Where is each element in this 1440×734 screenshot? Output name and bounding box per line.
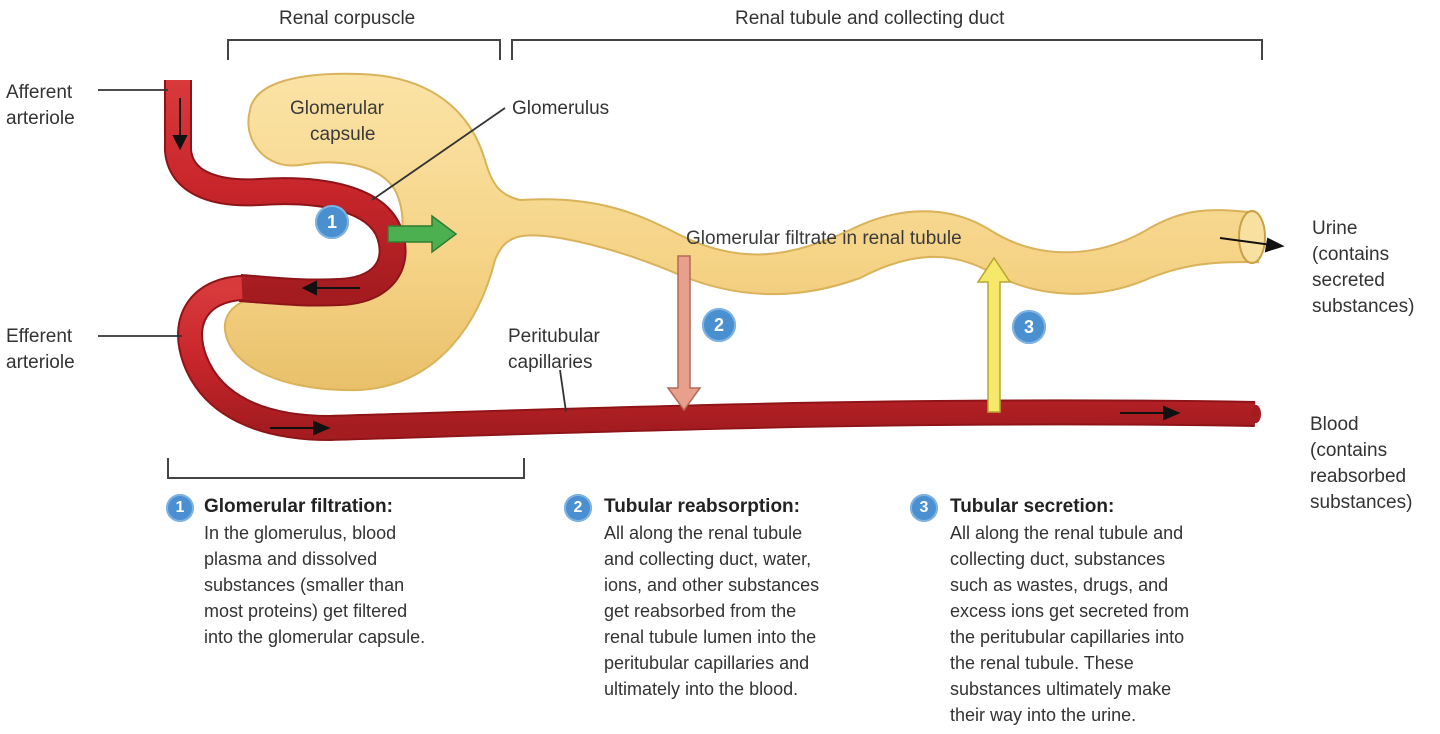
step-1-line: substances (smaller than (204, 575, 405, 595)
blood-label-line4: substances) (1310, 492, 1413, 513)
step-3-line: such as wastes, drugs, and (950, 575, 1169, 595)
peritubular-label-line1: Peritubular (508, 326, 600, 347)
step-2-text: All along the renal tubule and collectin… (604, 520, 914, 702)
filtrate-label: Glomerular filtrate in renal tubule (686, 228, 962, 249)
step-2-title: Tubular reabsorption: (604, 496, 800, 517)
renal-corpuscle-bracket (227, 39, 501, 60)
step-2-line: All along the renal tubule (604, 523, 803, 543)
step-3-line: collecting duct, substances (950, 549, 1166, 569)
step-badge-2: 2 (702, 308, 736, 342)
urine-label-line1: Urine (1312, 218, 1358, 239)
urine-label-line3: secreted (1312, 270, 1385, 291)
filtration-arrow (387, 214, 458, 254)
step-2-line: get reabsorbed from the (604, 601, 797, 621)
urine-label-line4: substances) (1312, 296, 1415, 317)
step-2-line: ions, and other substances (604, 575, 820, 595)
glomerulus-label: Glomerulus (512, 98, 610, 119)
afferent-label-line1: Afferent (6, 82, 73, 103)
step-2-number-badge: 2 (564, 494, 592, 522)
step-3-line: their way into the urine. (950, 705, 1137, 725)
step-1-number-badge: 1 (166, 494, 194, 522)
blood-label-line2: (contains (1310, 440, 1388, 461)
step-2-line: and collecting duct, water, (604, 549, 812, 569)
step-3-line: excess ions get secreted from (950, 601, 1190, 621)
step-1-line: plasma and dissolved (204, 549, 378, 569)
renal-corpuscle-header: Renal corpuscle (279, 8, 416, 29)
secretion-arrow (976, 256, 1012, 413)
blood-label-line3: reabsorbed (1310, 466, 1407, 487)
step-3-line: substances ultimately make (950, 679, 1172, 699)
step-badge-1: 1 (315, 205, 349, 239)
peritubular-label-line2: capillaries (508, 352, 593, 373)
step-1-line: In the glomerulus, blood (204, 523, 397, 543)
step-2-line: peritubular capillaries and (604, 653, 810, 673)
renal-tubule-header: Renal tubule and collecting duct (735, 8, 1005, 29)
bottom-bracket (167, 458, 525, 479)
step-1-line: into the glomerular capsule. (204, 627, 426, 647)
step-2-line: renal tubule lumen into the (604, 627, 817, 647)
afferent-label-line2: arteriole (6, 108, 75, 129)
step-badge-3: 3 (1012, 310, 1046, 344)
step-3-text: All along the renal tubule and collectin… (950, 520, 1290, 728)
leader-lines (98, 89, 567, 413)
step-3-line: All along the renal tubule and (950, 523, 1184, 543)
blood-label-line1: Blood (1310, 414, 1359, 435)
step-3-number-badge: 3 (910, 494, 938, 522)
renal-tubule-bracket (511, 39, 1263, 60)
glomerular-capsule-label-line1: Glomerular (290, 98, 384, 119)
step-3-line: the renal tubule. These (950, 653, 1134, 673)
step-1-line: most proteins) get filtered (204, 601, 408, 621)
vessel-flow-arrows (172, 98, 1285, 436)
step-1-title: Glomerular filtration: (204, 496, 393, 517)
glomerular-capsule-label-line2: capsule (310, 124, 376, 145)
efferent-label-line2: arteriole (6, 352, 75, 373)
step-3-line: the peritubular capillaries into (950, 627, 1185, 647)
step-2-line: ultimately into the blood. (604, 679, 799, 699)
reabsorption-arrow (666, 255, 702, 412)
efferent-label-line1: Efferent (6, 326, 73, 347)
urine-label-line2: (contains (1312, 244, 1390, 265)
step-1-text: In the glomerulus, blood plasma and diss… (204, 520, 524, 650)
step-3-title: Tubular secretion: (950, 496, 1115, 517)
